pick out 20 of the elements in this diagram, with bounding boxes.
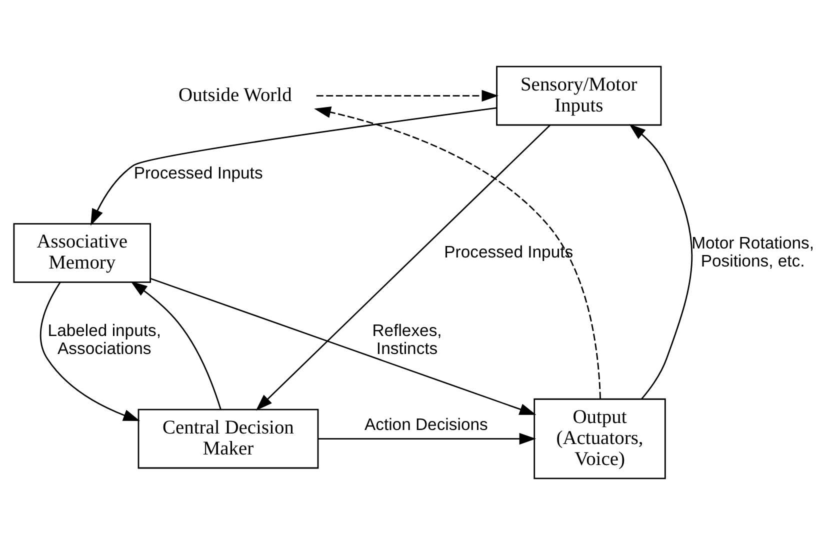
edge-label: Reflexes, Instincts [372,320,442,358]
node-text: Outside World [178,84,292,106]
edge-label: Processed Inputs [444,242,574,262]
arrow [256,124,551,411]
edge-label: Motor Rotations, Positions, etc. [692,233,814,270]
node-box: Associative Memory [13,223,152,283]
edge-label: Processed Inputs [134,164,263,183]
arrow [90,107,497,226]
edge-label: Action Decisions [364,414,488,434]
arrow [150,278,536,415]
arrow [130,281,222,410]
arrow [318,432,536,445]
arrow [316,90,498,102]
node-box: Sensory/Motor Inputs [496,66,662,126]
edge-label: Labeled inputs, Associations [48,320,162,358]
arrow [629,124,692,400]
arrow [40,282,140,421]
node-box: Central Decision Maker [138,408,319,469]
arrow [314,106,601,399]
node-box: Output (Actuators, Voice) [534,398,666,480]
